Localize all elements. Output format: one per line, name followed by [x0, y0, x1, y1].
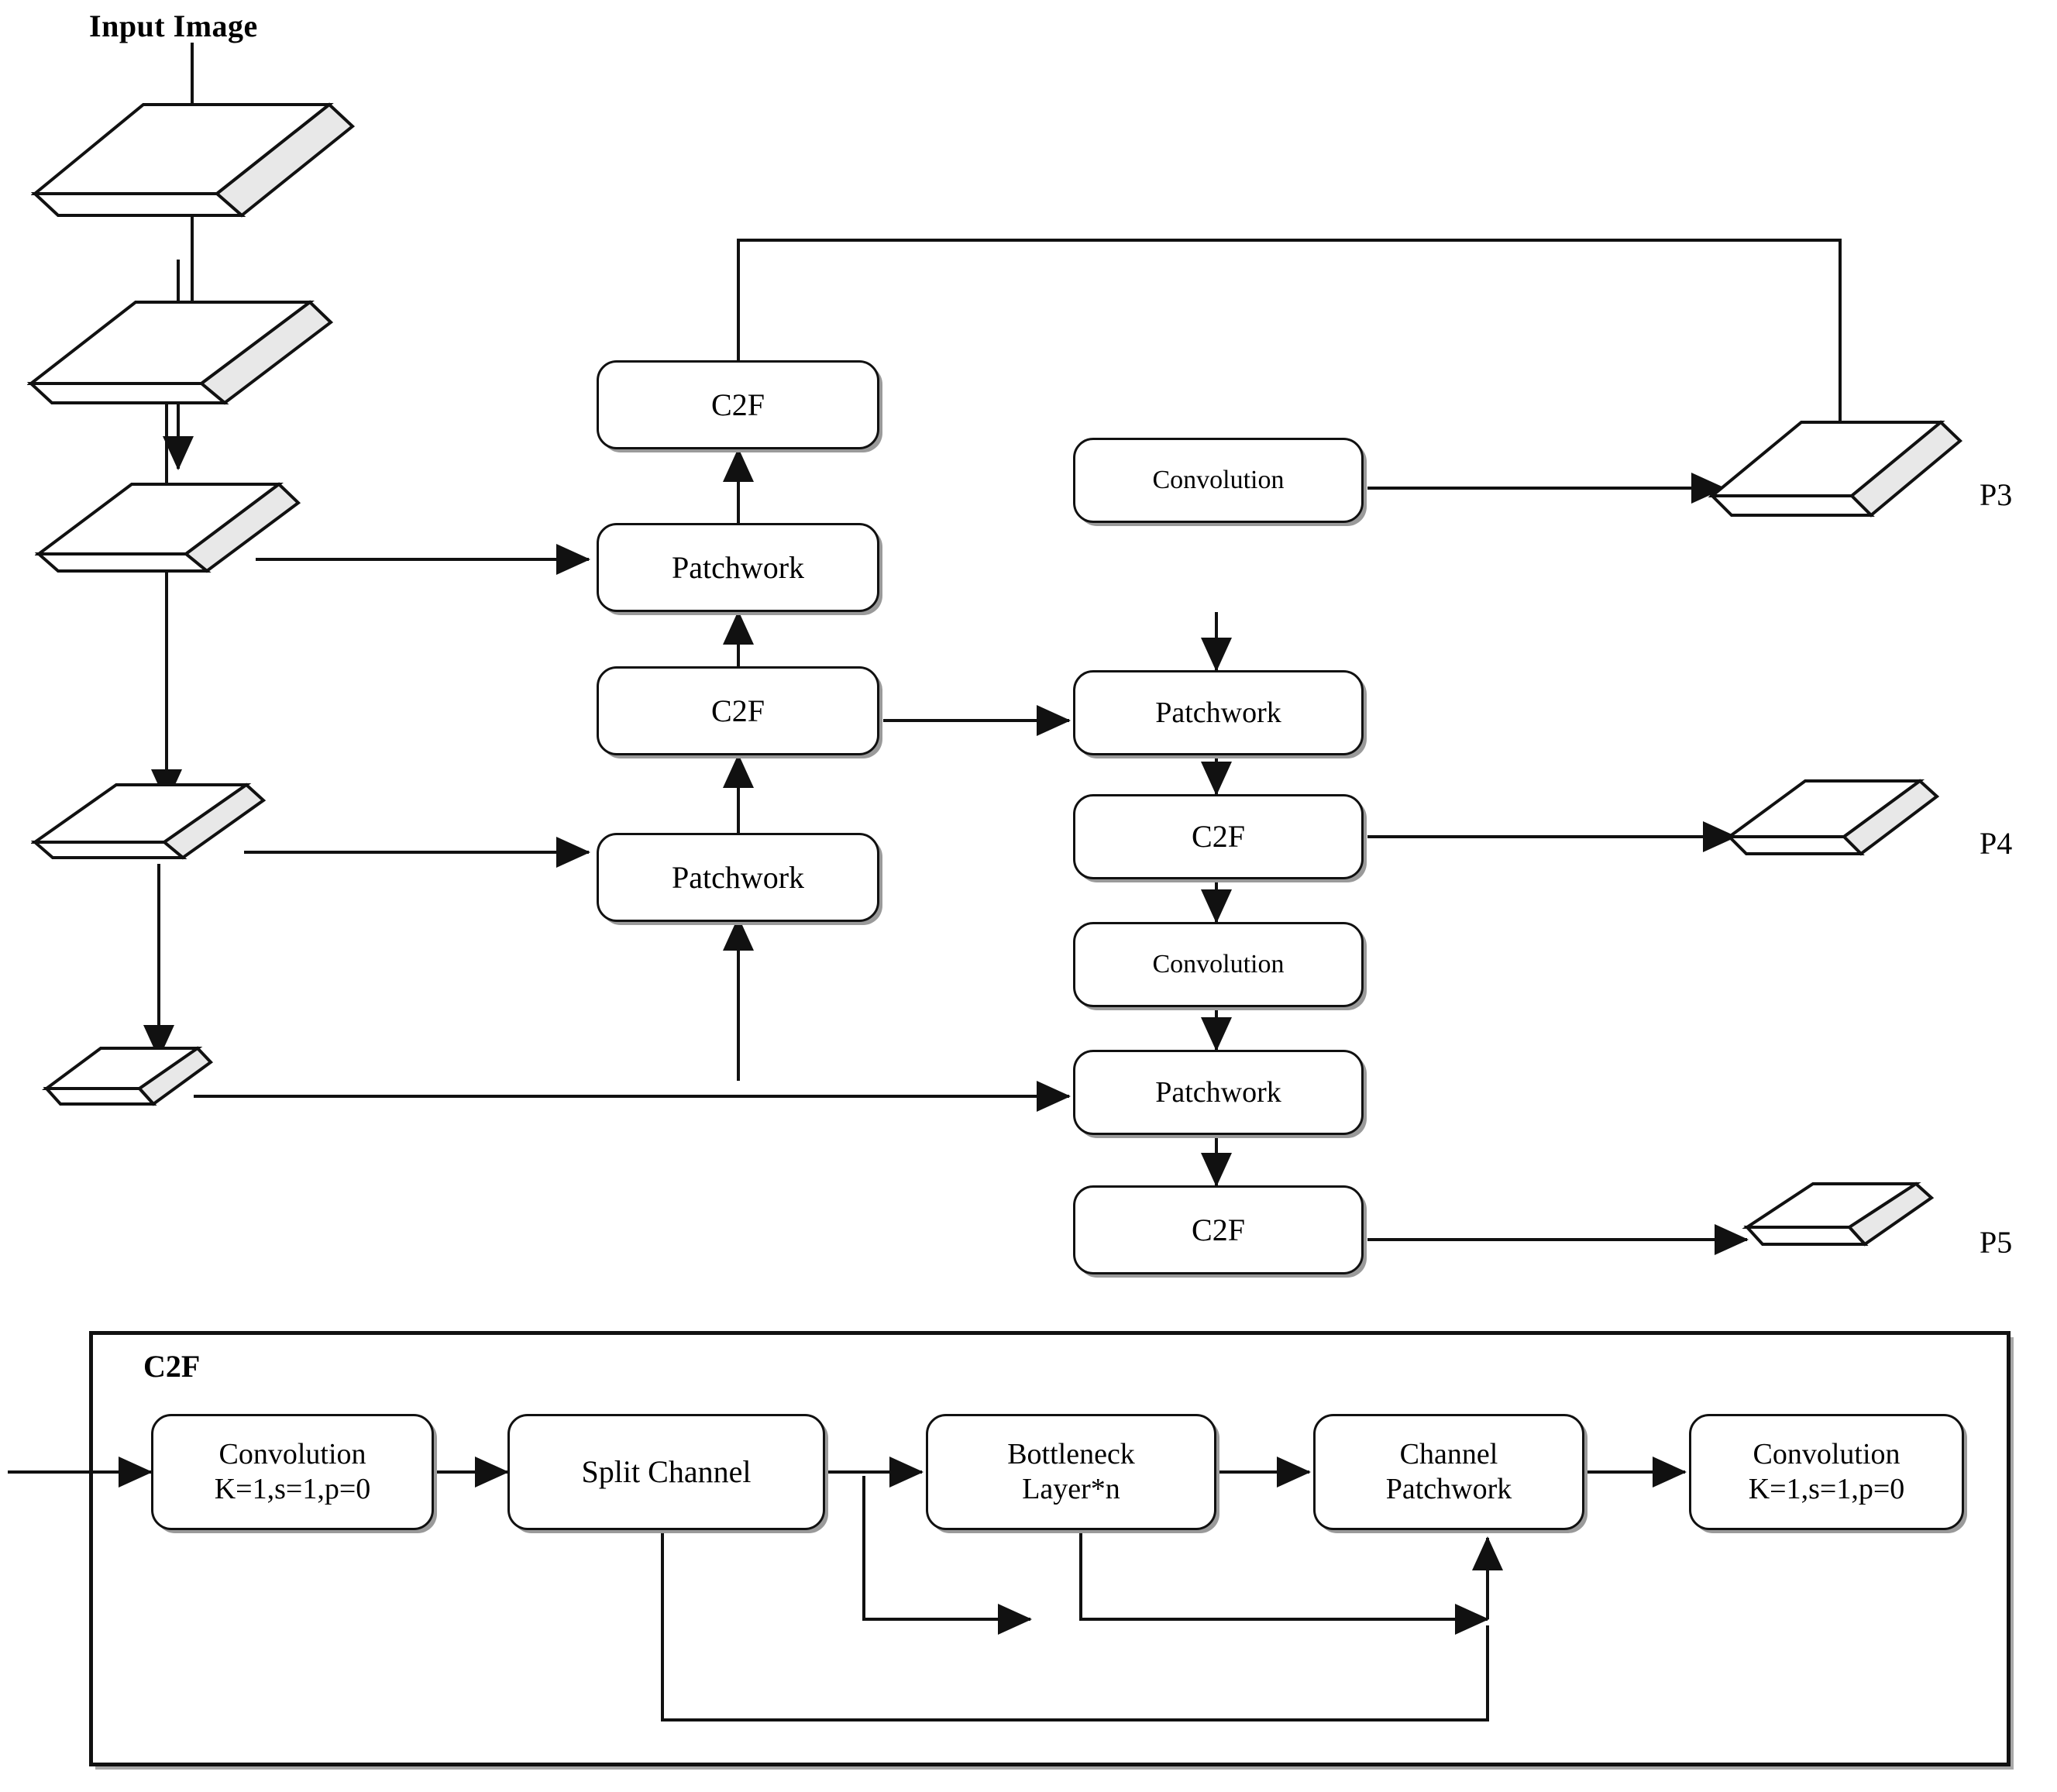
c2f-conv-in-label: Convolution [218, 1438, 366, 1471]
p4-slab [1724, 779, 1940, 856]
neck-c2f-mid-label: C2F [711, 693, 765, 728]
neck-c2f-mid[interactable]: C2F [597, 666, 879, 755]
head-patchwork-bottom-label: Patchwork [1155, 1075, 1281, 1109]
neck-patchwork-bottom[interactable]: Patchwork [597, 833, 879, 922]
neck-patchwork-bottom-label: Patchwork [671, 859, 805, 895]
c2f-split-channel[interactable]: Split Channel [507, 1414, 825, 1530]
input-image-label: Input Image [89, 9, 258, 43]
head-c2f-p4[interactable]: C2F [1073, 794, 1364, 879]
p3-label: P3 [1980, 477, 2013, 512]
p4-label: P4 [1980, 826, 2013, 861]
c2f-conv-out-params: K=1,s=1,p=0 [1748, 1473, 1905, 1505]
p5-slab [1742, 1181, 1935, 1247]
neck-c2f-top-label: C2F [711, 387, 765, 422]
head-c2f-p4-label: C2F [1192, 819, 1245, 855]
neck-patchwork-top[interactable]: Patchwork [597, 523, 879, 612]
wire-split-long-skip [661, 1530, 1489, 1721]
head-patchwork-bottom[interactable]: Patchwork [1073, 1050, 1364, 1135]
head-patchwork-top-label: Patchwork [1155, 696, 1281, 729]
c2f-conv-in[interactable]: Convolution K=1,s=1,p=0 [151, 1414, 434, 1530]
wire-bottleneck-to-concat-bus [1079, 1530, 1489, 1635]
c2f-conv-out[interactable]: Convolution K=1,s=1,p=0 [1689, 1414, 1964, 1530]
c2f-split-channel-label: Split Channel [581, 1454, 752, 1490]
head-c2f-p5-label: C2F [1192, 1212, 1245, 1247]
wire-split-mid-skip [862, 1476, 1032, 1635]
c2f-detail-title: C2F [143, 1349, 201, 1384]
c2f-channel-patchwork-label1: Channel [1399, 1438, 1498, 1471]
head-c2f-p5[interactable]: C2F [1073, 1185, 1364, 1274]
stage-4-slab [31, 782, 267, 860]
stage-2-slab [27, 300, 334, 405]
head-convolution-top[interactable]: Convolution [1073, 438, 1364, 523]
p3-slab [1708, 420, 1962, 518]
c2f-bottleneck[interactable]: Bottleneck Layer*n [926, 1414, 1216, 1530]
p5-label: P5 [1980, 1225, 2013, 1260]
head-patchwork-top[interactable]: Patchwork [1073, 670, 1364, 755]
c2f-detail-panel [89, 1331, 2011, 1766]
head-convolution-mid-label: Convolution [1152, 949, 1285, 979]
c2f-bottleneck-label: Bottleneck [1007, 1438, 1135, 1471]
stage-1-slab [31, 102, 356, 218]
neck-c2f-top[interactable]: C2F [597, 360, 879, 449]
c2f-channel-patchwork-label2: Patchwork [1385, 1473, 1512, 1505]
c2f-conv-out-label: Convolution [1753, 1438, 1900, 1471]
head-convolution-top-label: Convolution [1152, 465, 1285, 494]
head-convolution-mid[interactable]: Convolution [1073, 922, 1364, 1007]
c2f-conv-in-params: K=1,s=1,p=0 [214, 1473, 371, 1505]
arrow-neck-c2f-top-to-p3 [737, 239, 1856, 466]
stage-3-slab [35, 482, 301, 573]
neck-patchwork-top-label: Patchwork [671, 549, 805, 585]
stage-5-slab [41, 1046, 214, 1106]
c2f-channel-patchwork[interactable]: Channel Patchwork [1313, 1414, 1584, 1530]
c2f-bottleneck-repeat: Layer*n [1022, 1473, 1120, 1505]
